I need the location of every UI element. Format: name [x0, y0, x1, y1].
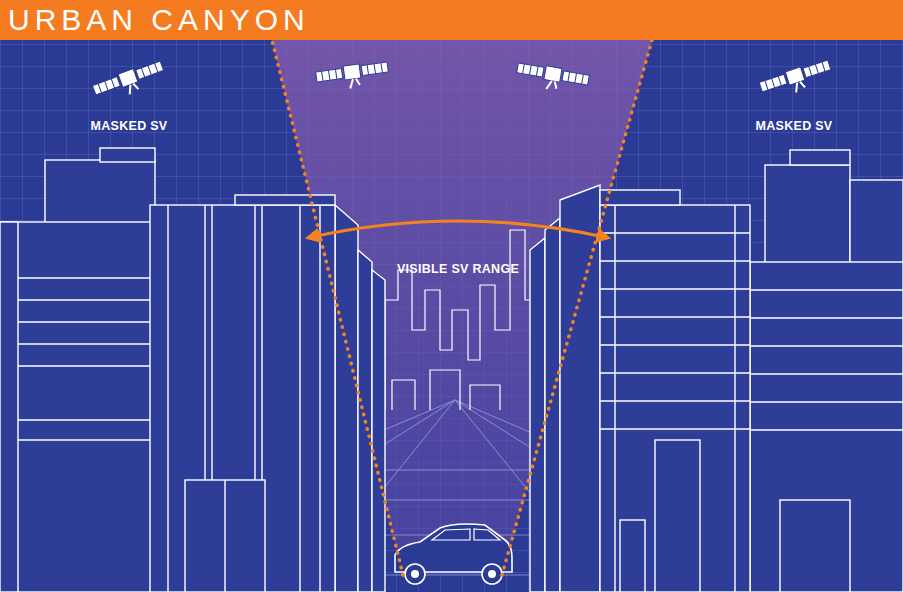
car-icon [395, 524, 512, 584]
visible-satellite [515, 61, 590, 96]
range-label: VISIBLE SV RANGE [397, 262, 519, 277]
satellite-label: MASKED SV [755, 119, 832, 134]
masked-satellite [759, 58, 835, 102]
masked-satellite [92, 59, 168, 105]
cone-edge-left [272, 40, 403, 575]
title-bar [0, 0, 903, 40]
visible-satellite [315, 60, 390, 93]
satellite-label: MASKED SV [90, 119, 167, 134]
distant-skyline [385, 230, 535, 410]
left-buildings [0, 148, 385, 592]
cone-edge-right [502, 40, 652, 575]
range-arrow [312, 221, 604, 237]
right-buildings [530, 150, 903, 592]
diagram-title: URBAN CANYON [8, 2, 310, 38]
